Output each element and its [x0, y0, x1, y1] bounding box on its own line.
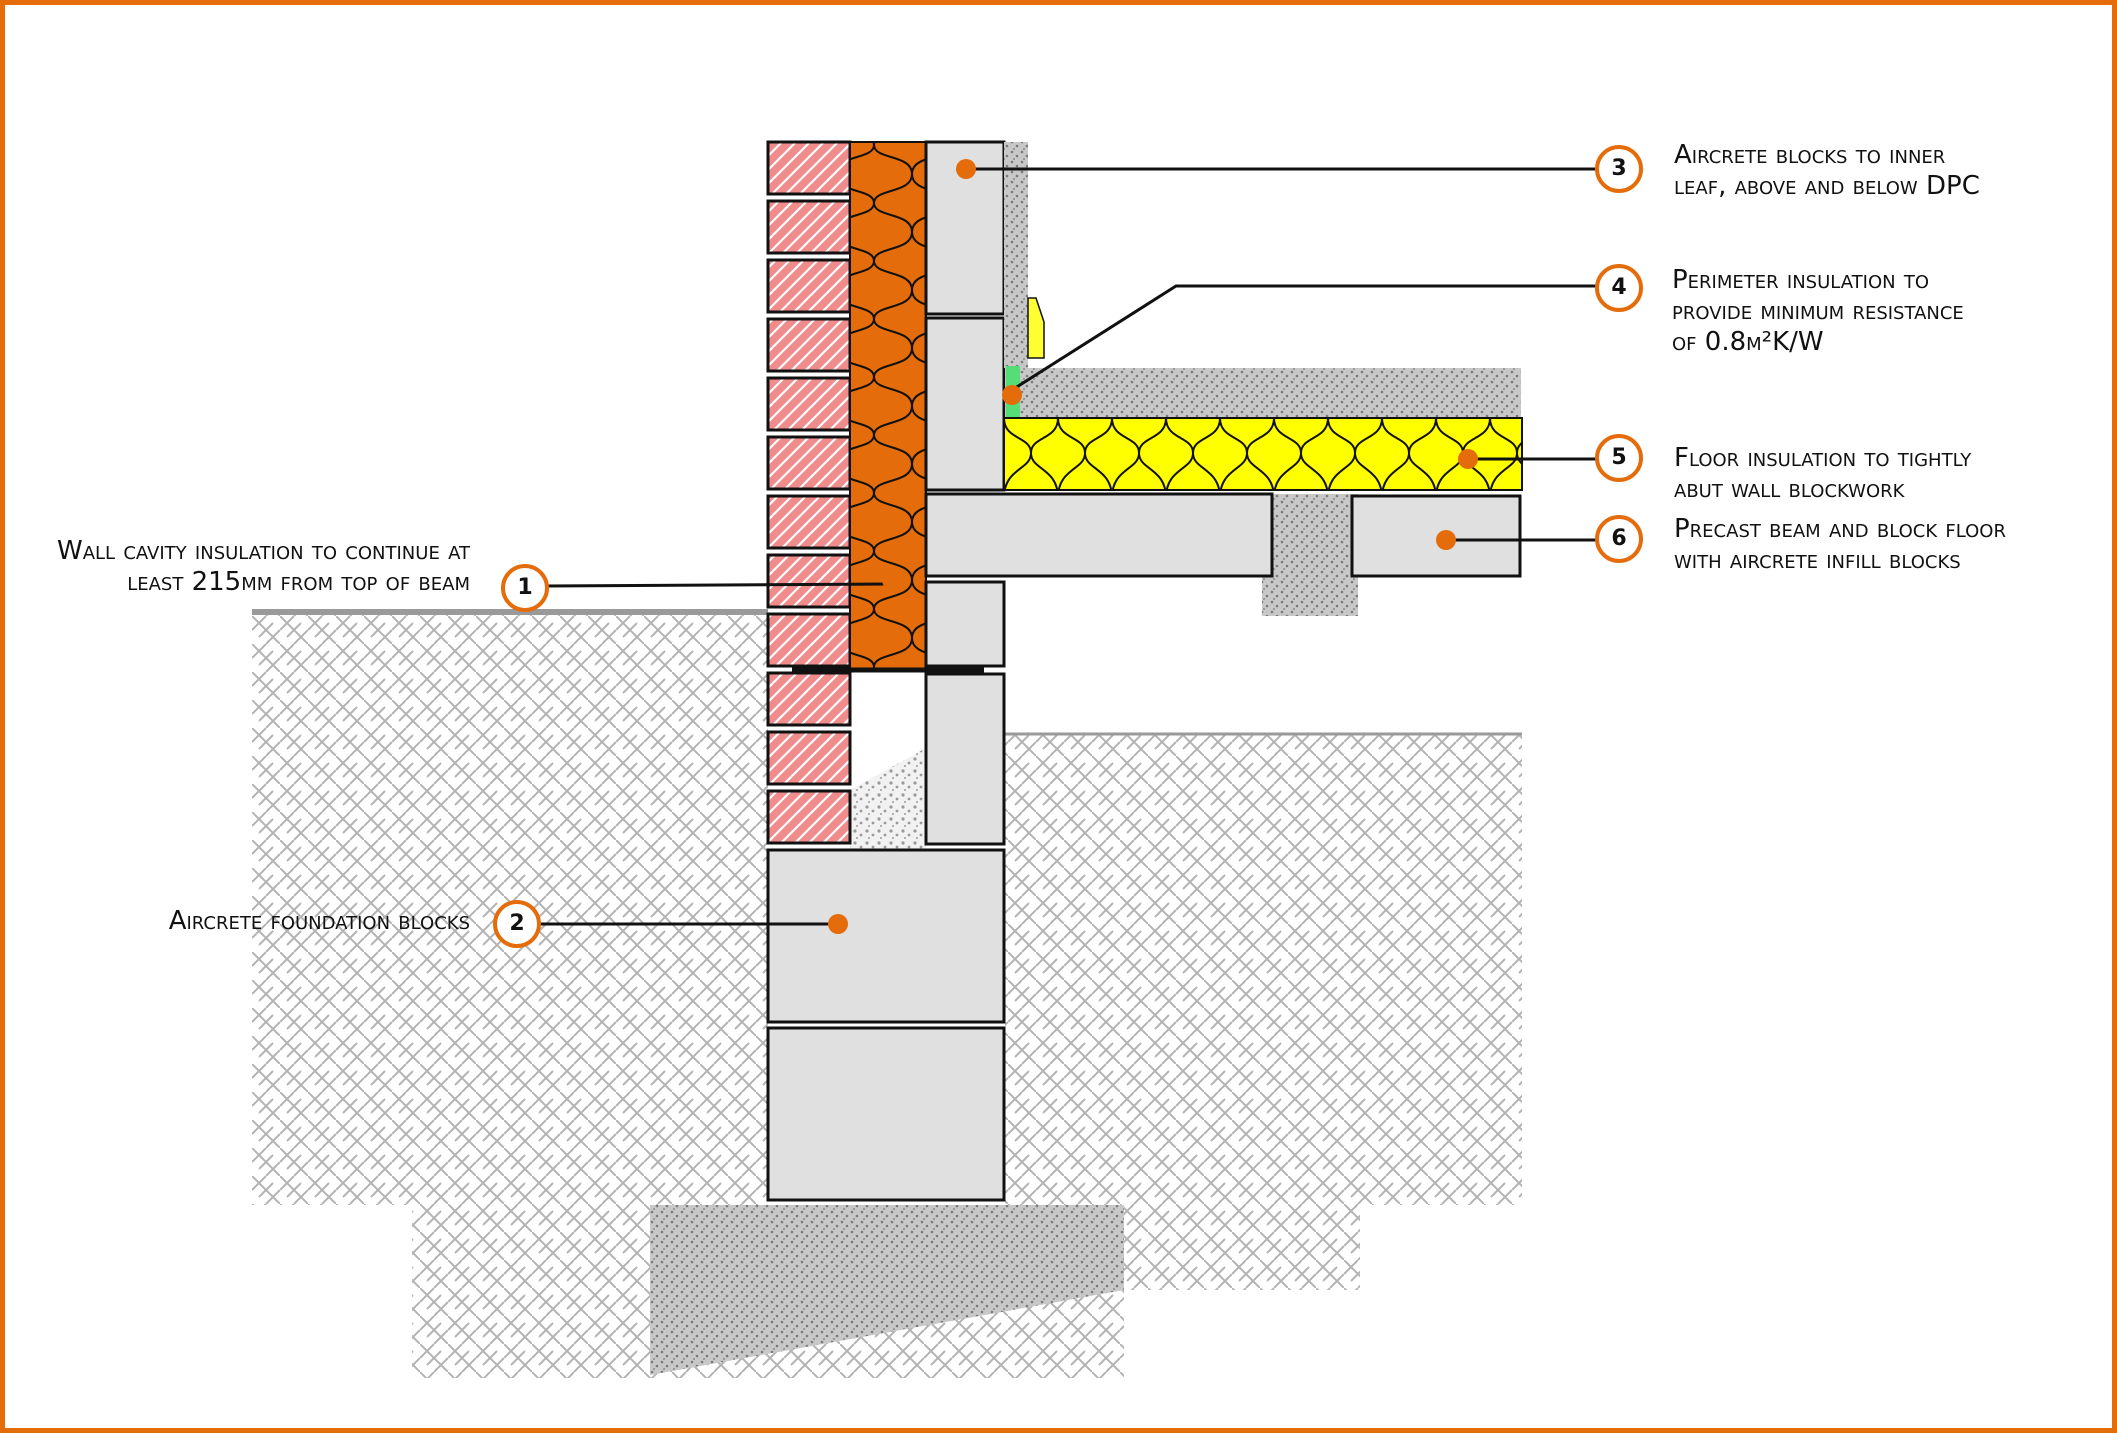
- inner-leaf-aircrete-blocks: [924, 140, 1006, 846]
- callout-6-line-1: Precast beam and block floor: [1674, 514, 2006, 544]
- brick-course: [766, 258, 852, 314]
- callout-5-line-2: abut wall blockwork: [1674, 474, 1905, 505]
- callout-4-line-2: provide minimum resistance: [1672, 296, 1964, 327]
- concrete-footing: [650, 1205, 1124, 1375]
- precast-beam-and-block-floor: [924, 492, 1522, 616]
- brick-course: [766, 317, 852, 373]
- callout-marker-4: 4: [1595, 264, 1643, 312]
- callout-3-line-1: Aircrete blocks to inner: [1674, 140, 1946, 170]
- callout-1-line-2: least 215mm from top of beam: [127, 567, 470, 598]
- brick-course: [766, 199, 852, 255]
- skirting-trim: [1027, 297, 1045, 359]
- brick-course: [766, 789, 852, 845]
- callout-2-line-1: Aircrete foundation blocks: [168, 906, 470, 936]
- callout-4-line-1: Perimeter insulation to: [1672, 265, 1930, 295]
- brick-course: [766, 140, 852, 196]
- floor-insulation: [1003, 417, 1523, 491]
- brick-course: [766, 376, 852, 432]
- callout-label-1: Wall cavity insulation to continue at le…: [57, 536, 470, 598]
- brick-course: [766, 494, 852, 550]
- brick-course: [766, 671, 852, 727]
- callout-marker-1: 1: [501, 564, 549, 612]
- callout-label-5: Floor insulation to tightly abut wall bl…: [1674, 443, 1971, 505]
- callout-5-line-1: Floor insulation to tightly: [1674, 443, 1972, 473]
- callout-marker-6: 6: [1595, 515, 1643, 563]
- callout-target-dots: [828, 159, 1478, 934]
- cavity-fill-gravel: [850, 748, 926, 850]
- callout-marker-2: 2: [493, 900, 541, 948]
- brick-course: [766, 435, 852, 491]
- callout-1-line-1: Wall cavity insulation to continue at: [56, 536, 470, 566]
- aircrete-foundation-blocks: [766, 848, 1006, 1202]
- callout-4-line-3: of 0.8m²K/W: [1672, 327, 1824, 358]
- callout-6-line-2: with aircrete infill blocks: [1674, 545, 1961, 576]
- brick-course: [766, 730, 852, 786]
- wall-cavity-insulation: [849, 141, 927, 671]
- brick-course: [766, 553, 852, 609]
- callout-3-line-2: leaf, above and below DPC: [1674, 171, 1980, 202]
- callout-label-2: Aircrete foundation blocks: [169, 906, 470, 937]
- floor-screed: [1004, 142, 1521, 418]
- leader-lines: [540, 167, 1596, 926]
- brick-course: [766, 612, 852, 668]
- outer-brick-leaf: [766, 140, 852, 845]
- callout-marker-3: 3: [1595, 145, 1643, 193]
- callout-label-6: Precast beam and block floor with aircre…: [1674, 514, 2006, 576]
- callout-label-4: Perimeter insulation to provide minimum …: [1672, 265, 1964, 359]
- callout-marker-5: 5: [1595, 434, 1643, 482]
- callout-label-3: Aircrete blocks to inner leaf, above and…: [1674, 140, 1980, 202]
